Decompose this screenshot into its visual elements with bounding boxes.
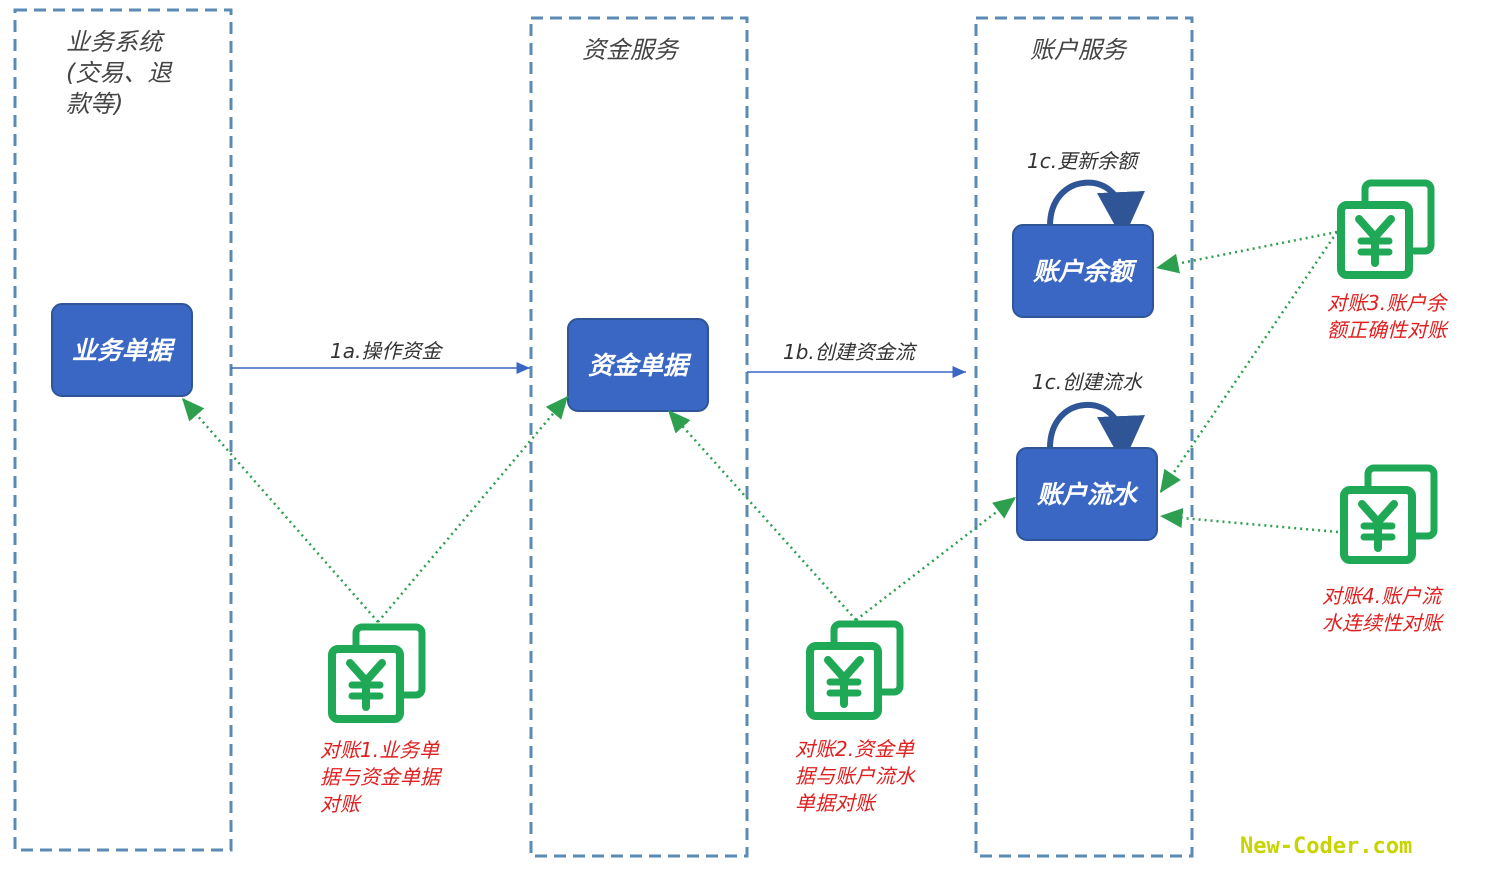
box-account-flow-label: 账户流水: [1036, 480, 1139, 509]
box-fund-doc: 资金单据: [567, 318, 709, 412]
yuan-document-icon: [1341, 183, 1431, 275]
lane-business-system: 业务系统 (交易、退 款等): [13, 8, 233, 852]
label-op-1c-flow: 1c.创建流水: [1032, 370, 1143, 394]
box-account-balance: 账户余额: [1012, 224, 1154, 318]
lane-title-business-line2: (交易、退: [66, 59, 173, 87]
recon2-line3: 单据对账: [795, 791, 878, 815]
recon2-arrow-to-fund: [667, 409, 857, 621]
recon3-arrow-to-flow: [1158, 231, 1339, 494]
box-account-flow: 账户流水: [1016, 447, 1158, 541]
loop-arrow-flow: [1047, 402, 1145, 464]
loop-arrow-balance: [1047, 179, 1145, 240]
recon4-caption: 对账4.账户流 水连续性对账: [1322, 584, 1445, 635]
recon2-caption: 对账2.资金单 据与账户流水 单据对账: [795, 737, 916, 815]
label-op-1b: 1b.创建资金流: [783, 340, 918, 364]
lane-title-business-line1: 业务系统: [66, 28, 165, 56]
lane-title-account: 账户服务: [1030, 36, 1128, 64]
recon3-line1: 对账3.账户余: [1327, 291, 1449, 315]
box-business-doc-label: 业务单据: [72, 336, 176, 365]
box-fund-doc-label: 资金单据: [588, 351, 692, 380]
lane-fund-service: 资金服务: [529, 16, 749, 858]
lane-account-service: 账户服务: [974, 16, 1194, 858]
yuan-document-icon: [810, 624, 900, 716]
recon4-line2: 水连续性对账: [1322, 611, 1445, 635]
recon2-arrow-to-flow: [855, 496, 1017, 621]
yuan-document-icon: [1344, 468, 1434, 560]
recon4-line1: 对账4.账户流: [1322, 584, 1444, 608]
recon3-arrow-to-balance: [1155, 230, 1338, 274]
label-op-1a: 1a.操作资金: [330, 339, 444, 363]
recon3-caption: 对账3.账户余 额正确性对账: [1327, 291, 1450, 342]
label-op-1c-balance: 1c.更新余额: [1027, 149, 1140, 173]
recon1-line2: 据与资金单据: [320, 765, 443, 789]
recon2-line1: 对账2.资金单: [795, 737, 915, 761]
recon2-line2: 据与账户流水: [795, 764, 916, 788]
recon3-line2: 额正确性对账: [1327, 318, 1450, 342]
recon4-arrow-to-flow: [1159, 508, 1339, 534]
watermark: New-Coder.com: [1240, 834, 1412, 859]
recon1-line1: 对账1.业务单: [320, 738, 440, 762]
lane-title-business-line3: 款等): [66, 90, 123, 118]
recon1-line3: 对账: [320, 792, 363, 816]
box-business-doc: 业务单据: [51, 303, 193, 397]
recon1-caption: 对账1.业务单 据与资金单据 对账: [320, 738, 443, 816]
recon1-arrow-to-fund: [377, 395, 569, 623]
recon1-arrow-to-business: [181, 397, 379, 623]
yuan-document-icon: [332, 627, 422, 719]
lane-title-fund: 资金服务: [582, 36, 680, 64]
box-account-balance-label: 账户余额: [1032, 257, 1138, 286]
